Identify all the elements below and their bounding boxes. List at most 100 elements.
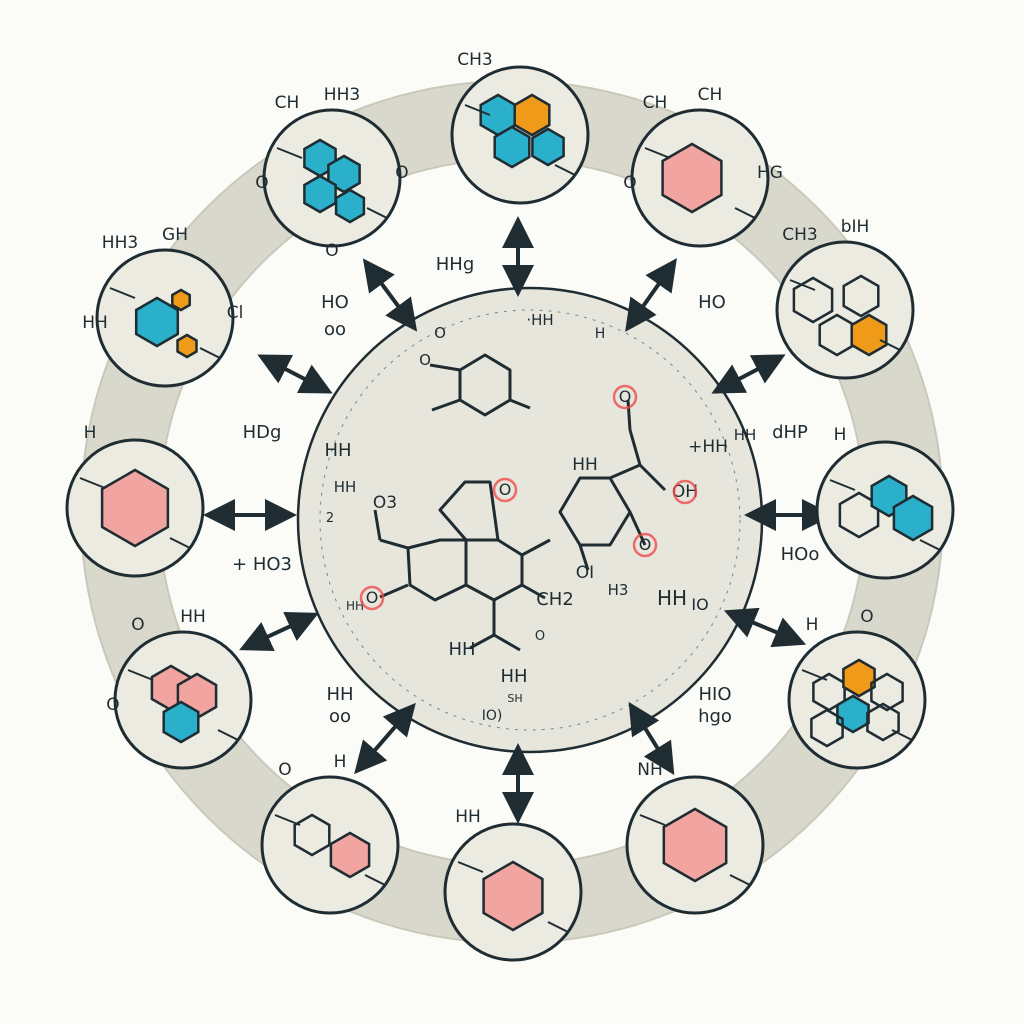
arrows	[203, 216, 834, 824]
bond	[521, 583, 546, 600]
hexagon	[842, 658, 876, 698]
bond	[364, 874, 386, 886]
center-label-io-bot: IO)	[482, 708, 503, 724]
atom-marker	[492, 477, 518, 503]
lbl-oo: oo	[324, 319, 346, 340]
node-label: O	[860, 607, 873, 627]
bond	[109, 287, 136, 299]
node-label: O	[106, 695, 119, 715]
node-label: H	[834, 425, 847, 445]
center-label-hh-red-3: HH	[500, 666, 527, 687]
node-label: HH3	[324, 85, 360, 105]
bond	[789, 279, 816, 291]
node-label: HH3	[102, 233, 138, 253]
node-label: O	[255, 173, 268, 193]
bond	[578, 544, 590, 571]
center-label-o-top: O	[434, 324, 446, 342]
atom-marker	[672, 479, 698, 505]
double-arrow	[362, 258, 418, 332]
hexagon	[482, 860, 544, 932]
bond	[429, 363, 461, 372]
node-disc	[775, 240, 915, 380]
bond	[274, 814, 301, 826]
bond	[628, 511, 647, 546]
hexagon	[329, 831, 371, 879]
center-disc-dashed	[319, 309, 741, 731]
bond	[169, 537, 191, 549]
bond	[638, 463, 667, 492]
node-label: CH	[643, 93, 668, 113]
hexagon	[842, 274, 880, 318]
center-label-hh-red-2: HH	[448, 639, 475, 660]
double-arrow	[354, 702, 416, 775]
hexagon	[836, 694, 870, 734]
lbl-hhg: HHg	[436, 254, 475, 275]
hexagon	[892, 494, 934, 542]
double-arrow	[711, 354, 786, 394]
node-label: O	[325, 241, 338, 261]
node-label: H	[84, 423, 97, 443]
hexagon	[810, 708, 844, 748]
center-label-o-red-3: O	[639, 535, 652, 554]
center-label-sub-right: O	[535, 629, 545, 644]
bond	[493, 633, 521, 652]
center-label-o-left: O	[419, 351, 431, 369]
lbl-hdg: HDg	[243, 422, 282, 443]
center-label-o-red-4: O	[366, 588, 379, 607]
node-label: HH	[82, 313, 108, 333]
hexagon	[176, 333, 198, 359]
node-label: H	[334, 752, 347, 772]
bond	[626, 399, 632, 431]
center-label-hh-top: ·HH	[526, 311, 553, 329]
bond	[366, 207, 388, 219]
center-label-num-2: 2	[326, 511, 334, 526]
bond	[628, 429, 642, 466]
bond	[829, 479, 856, 491]
lbl-hoo: HOo	[781, 544, 820, 565]
bond	[79, 477, 106, 489]
bond	[729, 874, 751, 886]
center-label-h-right: HH	[734, 426, 757, 444]
center-label-o-red-2: O	[499, 480, 512, 499]
node-label: Cl	[227, 303, 244, 323]
hexagon	[661, 142, 723, 214]
bond	[127, 669, 154, 681]
bond	[801, 669, 828, 681]
bond	[554, 164, 576, 176]
bond	[521, 538, 551, 557]
bond	[379, 583, 409, 599]
bond	[379, 538, 409, 550]
center-label-o3: O3	[373, 493, 397, 513]
hexagon	[870, 672, 904, 712]
double-arrow	[239, 611, 319, 652]
atom-marker	[612, 384, 638, 410]
center-label-ch2: CH2	[536, 589, 574, 610]
node-label: CH3	[782, 225, 817, 245]
bond	[547, 921, 569, 933]
bond	[879, 339, 901, 351]
center-label-hh-left2: HH	[334, 478, 357, 496]
center-label-hh-left: HH	[324, 440, 351, 461]
central-molecule	[373, 353, 667, 652]
node-label: NH	[637, 760, 663, 780]
atom-marker	[359, 585, 385, 611]
bond	[464, 104, 491, 116]
bond	[509, 398, 531, 410]
lbl-hgo: hgo	[698, 706, 732, 727]
node-circle-12: HH	[443, 807, 583, 962]
hexagon	[171, 288, 191, 312]
node-label: O	[278, 760, 291, 780]
double-arrow	[628, 701, 675, 776]
hexagon	[334, 188, 366, 224]
bond	[431, 398, 461, 412]
double-arrow	[257, 354, 333, 394]
center-label-hh-left-mid: HH	[346, 599, 364, 613]
center-label-io: IO	[691, 595, 708, 614]
bond	[644, 147, 671, 159]
